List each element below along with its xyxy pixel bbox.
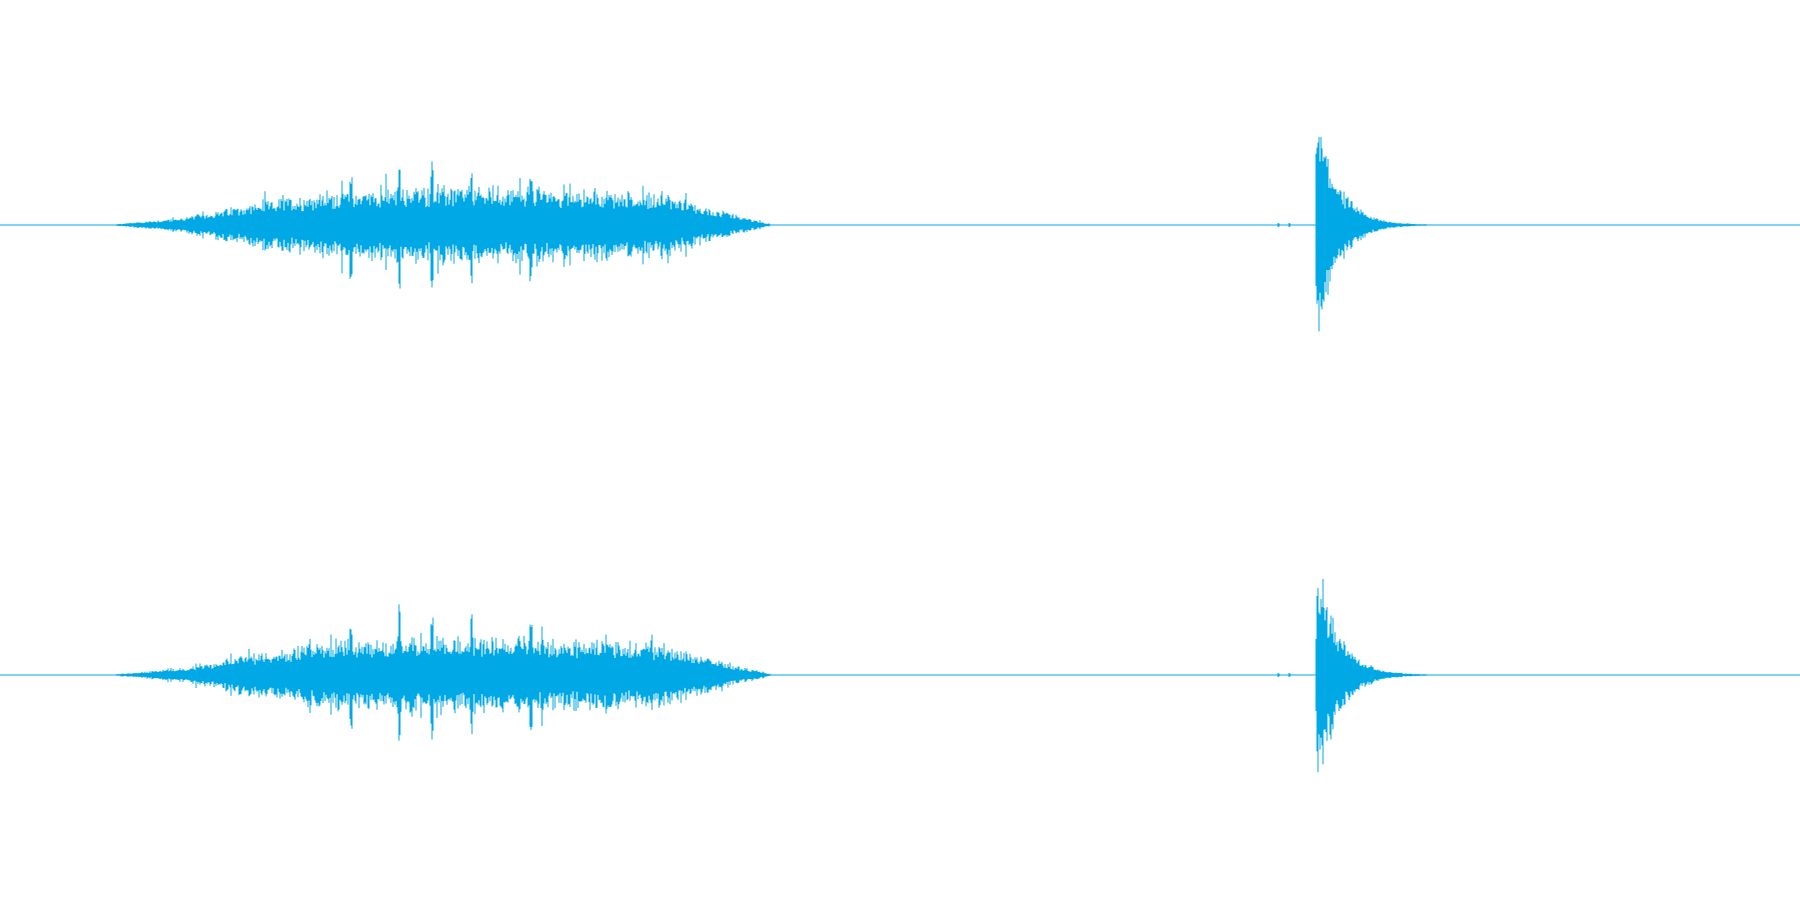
channel-1-waveform <box>0 136 1800 332</box>
channel-2-waveform <box>0 579 1800 773</box>
channel-1-noise-burst <box>116 161 771 289</box>
channel-2-noise-burst <box>116 604 771 741</box>
channel-1-transient <box>1277 136 1427 332</box>
channel-2-transient <box>1277 579 1427 773</box>
